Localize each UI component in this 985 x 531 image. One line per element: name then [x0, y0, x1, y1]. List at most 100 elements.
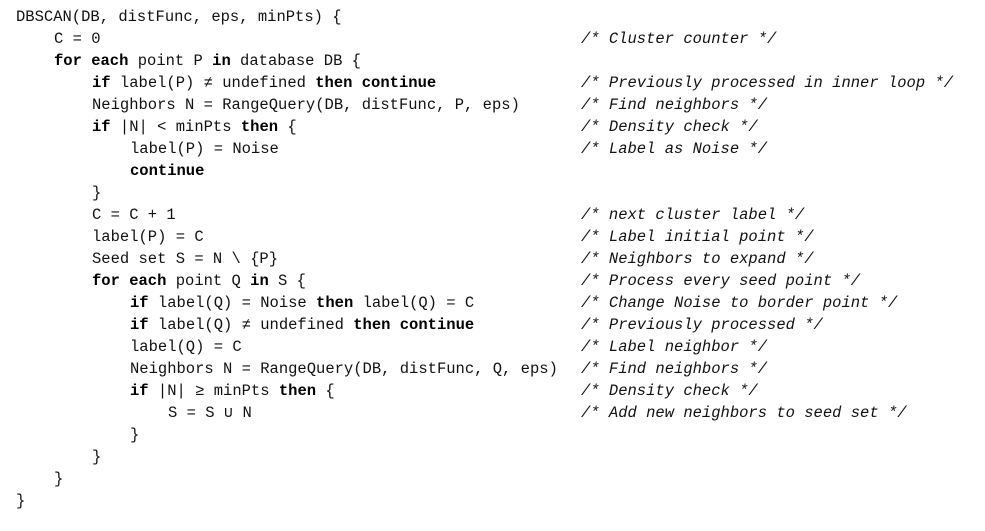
code-line: if label(Q) = Noise then label(Q) = C /* … [16, 292, 976, 314]
code-comment: /* Label initial point */ [581, 228, 814, 246]
code-text: } [16, 492, 26, 510]
code-text: label(P) ≠ undefined [110, 74, 316, 92]
code-line: } [16, 424, 976, 446]
code-statement: S = S ∪ N [168, 402, 252, 424]
code-statement: Neighbors N = RangeQuery(DB, distFunc, Q… [130, 358, 558, 380]
code-comment: /* Cluster counter */ [581, 30, 777, 48]
code-text: C = 0 [54, 30, 101, 48]
keyword: in [212, 52, 231, 70]
code-line: } [16, 182, 976, 204]
code-comment: /* Density check */ [581, 118, 758, 136]
code-text: S = S ∪ N [168, 404, 252, 422]
code-statement: DBSCAN(DB, distFunc, eps, minPts) { [16, 6, 342, 28]
code-line: for each point Q in S { /* Process every … [16, 270, 976, 292]
code-comment: /* Density check */ [581, 382, 758, 400]
code-comment: /* Process every seed point */ [581, 272, 861, 290]
code-statement: if label(Q) ≠ undefined then continue [130, 314, 474, 336]
code-text: point P [128, 52, 213, 70]
code-comment: /* Label neighbor */ [581, 338, 768, 356]
code-statement: C = 0 [54, 28, 101, 50]
code-statement: continue [130, 160, 204, 182]
code-statement: } [16, 490, 25, 512]
code-comment: /* Change Noise to border point */ [581, 294, 898, 312]
code-comment: /* Find neighbors */ [581, 96, 768, 114]
code-statement: label(P) = Noise [130, 138, 279, 160]
code-line: label(Q) = C /* Label neighbor */ [16, 336, 976, 358]
keyword: then [240, 118, 279, 136]
code-text: } [92, 448, 102, 466]
code-comment: /* Previously processed in inner loop */ [581, 74, 954, 92]
code-statement: } [54, 468, 63, 490]
code-text: label(Q) = C [353, 294, 475, 312]
code-statement: if |N| ≥ minPts then { [130, 380, 335, 402]
code-line: for each point P in database DB { [16, 50, 976, 72]
code-statement: } [92, 446, 101, 468]
code-line: C = 0 /* Cluster counter */ [16, 28, 976, 50]
keyword: then [278, 382, 317, 400]
keyword: for each [54, 52, 129, 70]
code-comment: /* Label as Noise */ [581, 140, 768, 158]
code-text: C = C + 1 [92, 206, 176, 224]
keyword: if [130, 316, 149, 334]
keyword: if [130, 382, 149, 400]
code-statement: label(Q) = C [130, 336, 242, 358]
keyword: in [250, 272, 269, 290]
code-line: if |N| ≥ minPts then { /* Density check *… [16, 380, 976, 402]
code-text: point Q [166, 272, 251, 290]
code-text: S { [268, 272, 306, 290]
code-text: database DB { [230, 52, 361, 70]
code-line: Neighbors N = RangeQuery(DB, distFunc, Q… [16, 358, 976, 380]
code-line: if label(P) ≠ undefined then continue /* … [16, 72, 976, 94]
keyword: continue [130, 162, 205, 180]
code-line: C = C + 1/* next cluster label */ [16, 204, 976, 226]
code-statement: } [92, 182, 101, 204]
code-line: } [16, 468, 976, 490]
keyword: then [316, 294, 354, 312]
code-text: label(P) = Noise [130, 140, 279, 158]
code-text: { [316, 382, 335, 400]
code-text: |N| ≥ minPts [148, 382, 279, 400]
code-statement: for each point P in database DB { [54, 50, 361, 72]
keyword: if [92, 118, 111, 136]
code-statement: C = C + 1 [92, 204, 176, 226]
code-text: } [54, 470, 64, 488]
code-line: continue [16, 160, 976, 182]
keyword: then continue [353, 316, 475, 334]
keyword: then continue [315, 74, 437, 92]
code-text: DBSCAN(DB, distFunc, eps, minPts) { [16, 8, 342, 26]
code-statement: Neighbors N = RangeQuery(DB, distFunc, P… [92, 94, 520, 116]
code-line: Seed set S = N \ {P} /* Neighbors to expa… [16, 248, 976, 270]
code-statement: label(P) = C [92, 226, 204, 248]
code-line: label(P) = Noise /* Label as Noise */ [16, 138, 976, 160]
code-text: } [130, 426, 140, 444]
code-text: Neighbors N = RangeQuery(DB, distFunc, Q… [130, 360, 558, 378]
code-statement: if label(P) ≠ undefined then continue [92, 72, 436, 94]
pseudocode-block: DBSCAN(DB, distFunc, eps, minPts) { C = 0… [16, 6, 976, 512]
keyword: if [92, 74, 111, 92]
code-comment: /* Add new neighbors to seed set */ [581, 404, 907, 422]
code-line: label(P) = C /* Label initial point */ [16, 226, 976, 248]
code-text: label(Q) = C [130, 338, 242, 356]
code-line: DBSCAN(DB, distFunc, eps, minPts) { [16, 6, 976, 28]
code-comment: /* Neighbors to expand */ [581, 250, 814, 268]
code-statement: for each point Q in S { [92, 270, 306, 292]
code-text: label(Q) = Noise [148, 294, 317, 312]
code-line: if label(Q) ≠ undefined then continue/* … [16, 314, 976, 336]
keyword: for each [92, 272, 167, 290]
code-text: |N| < minPts [110, 118, 241, 136]
code-text: } [92, 184, 102, 202]
code-statement: Seed set S = N \ {P} [92, 248, 278, 270]
code-text: label(P) = C [92, 228, 204, 246]
code-statement: if |N| < minPts then { [92, 116, 297, 138]
code-text: Neighbors N = RangeQuery(DB, distFunc, P… [92, 96, 520, 114]
keyword: if [130, 294, 149, 312]
code-text: Seed set S = N \ {P} [92, 250, 279, 268]
code-statement: if label(Q) = Noise then label(Q) = C [130, 292, 474, 314]
code-text: { [278, 118, 297, 136]
code-line: Neighbors N = RangeQuery(DB, distFunc, P… [16, 94, 976, 116]
code-line: } [16, 446, 976, 468]
code-text: label(Q) ≠ undefined [148, 316, 354, 334]
code-line: if |N| < minPts then { /* Density check *… [16, 116, 976, 138]
code-line: } [16, 490, 976, 512]
code-comment: /* Find neighbors */ [581, 360, 768, 378]
